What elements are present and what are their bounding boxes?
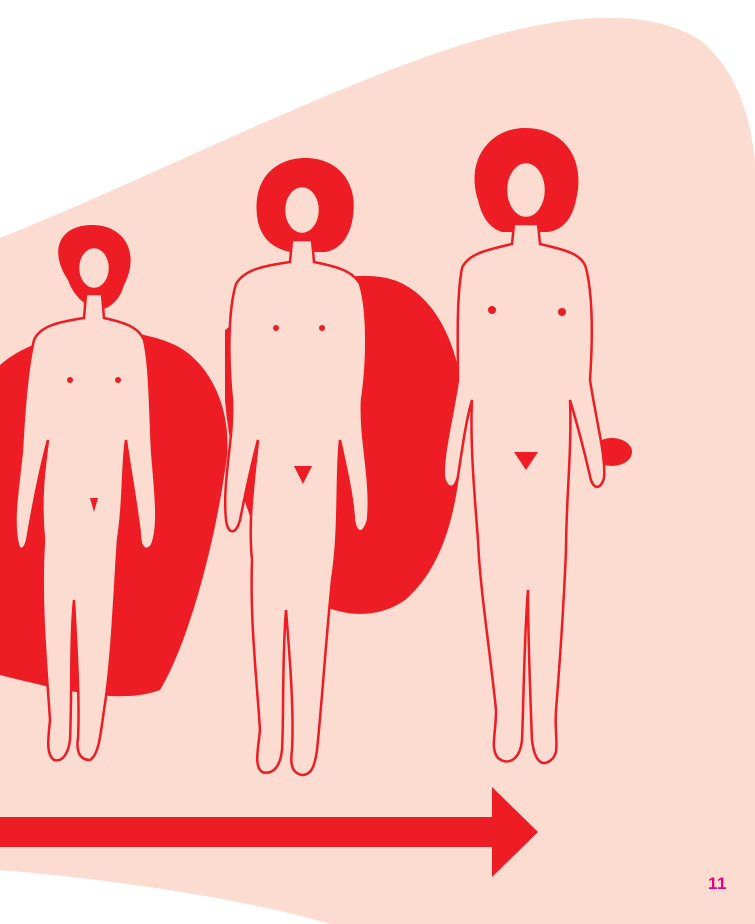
face — [506, 162, 546, 218]
page-number: 11 — [708, 874, 727, 894]
face — [284, 186, 320, 234]
face — [78, 247, 110, 289]
